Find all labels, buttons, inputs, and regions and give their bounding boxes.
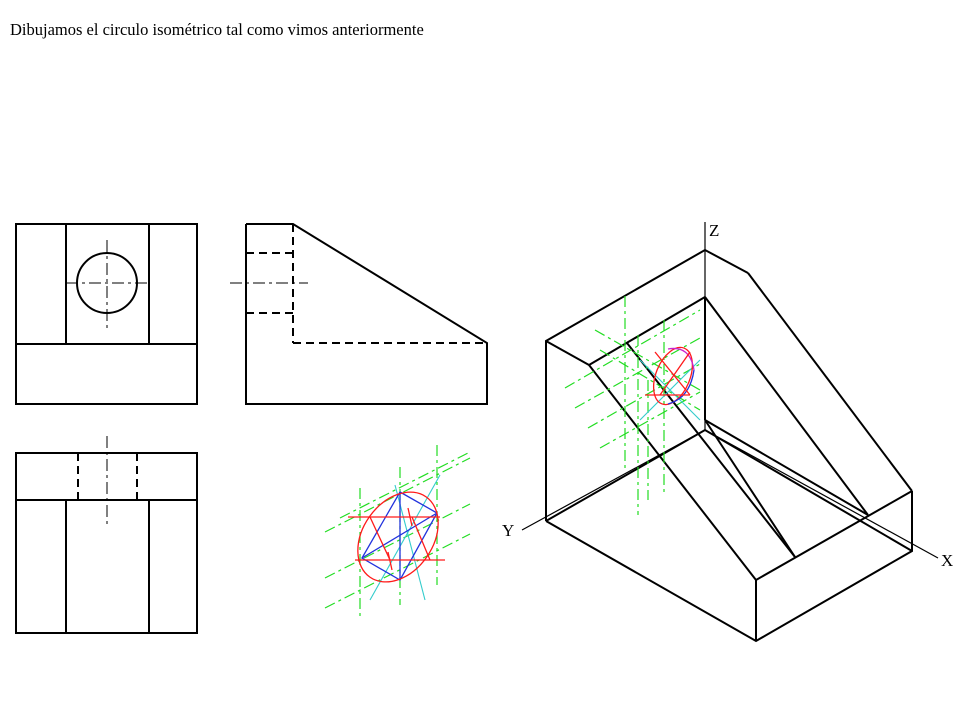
isometric-circle-construction xyxy=(324,445,471,620)
top-view xyxy=(15,436,198,634)
slide-caption: Dibujamos el circulo isométrico tal como… xyxy=(10,20,424,39)
front-view xyxy=(15,223,198,405)
side-view xyxy=(230,223,488,405)
y-axis-label: Y xyxy=(502,521,514,540)
x-axis-label: X xyxy=(941,551,953,570)
isometric-view: Z X Y xyxy=(502,221,953,643)
z-axis-label: Z xyxy=(709,221,719,240)
isometric-ellipse xyxy=(357,491,439,583)
